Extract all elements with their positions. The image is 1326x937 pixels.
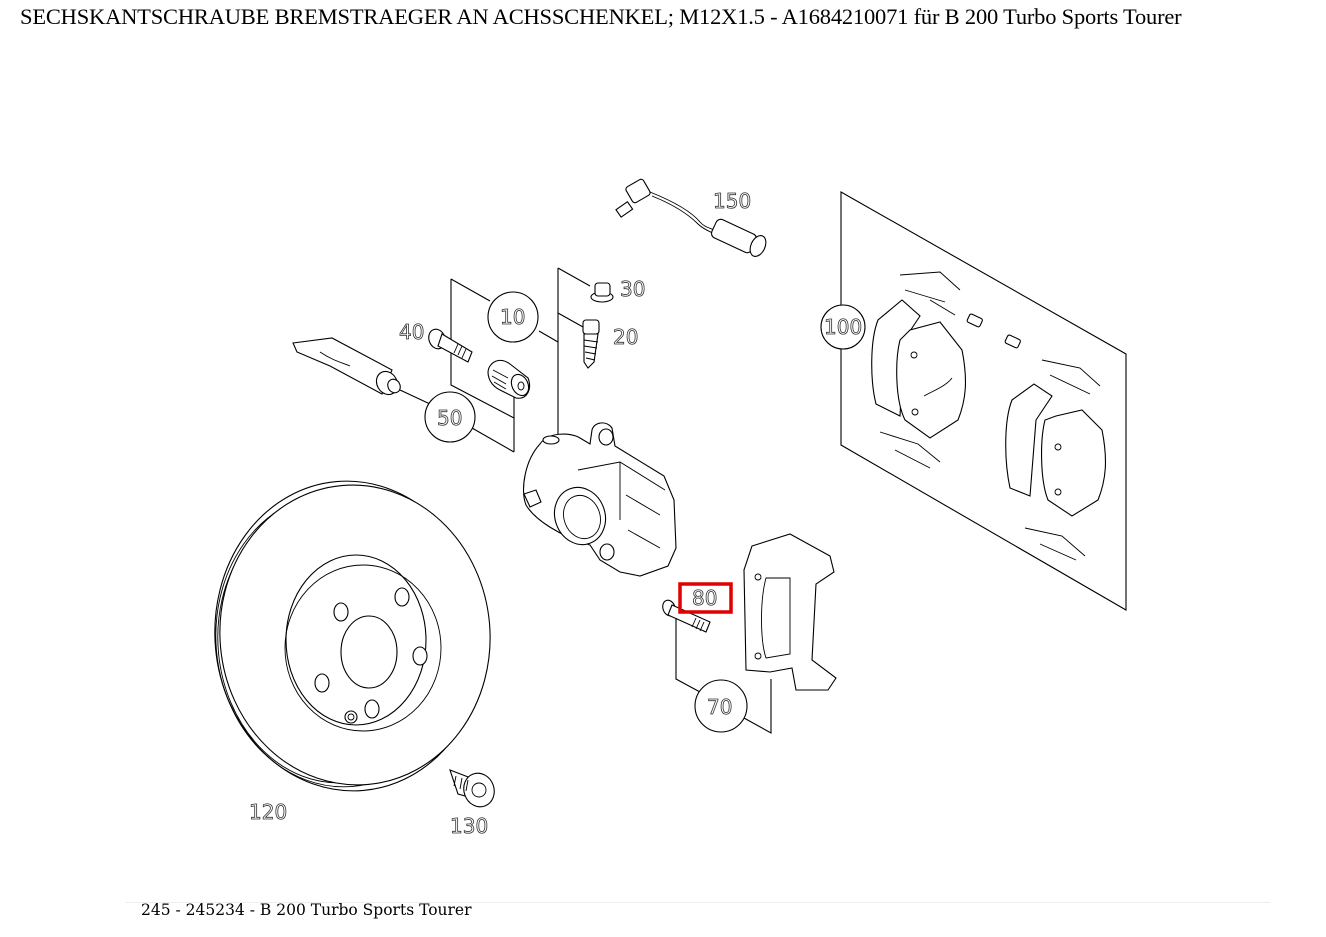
svg-text:20: 20: [613, 325, 638, 349]
callout-150[interactable]: 150: [713, 189, 752, 214]
svg-text:50: 50: [437, 406, 462, 430]
cap-part-30[interactable]: [590, 282, 614, 303]
brake-pad-set-part-100[interactable]: [840, 191, 1127, 611]
svg-text:70: 70: [707, 695, 732, 719]
torx-screw-part-130[interactable]: [449, 769, 499, 811]
svg-text:30: 30: [620, 277, 645, 301]
callout-20[interactable]: 20: [613, 325, 639, 350]
guide-bolt-part-40[interactable]: [426, 327, 473, 363]
callout-120[interactable]: 120: [249, 800, 288, 825]
callout-10[interactable]: 10: [487, 291, 539, 343]
caliper-carrier-bracket[interactable]: [743, 533, 837, 691]
svg-text:80: 80: [692, 586, 717, 610]
wear-sensor-part-150[interactable]: [615, 178, 769, 259]
footer-divider: [125, 902, 1270, 903]
brake-disc-part-120[interactable]: [202, 470, 503, 802]
svg-text:10: 10: [500, 305, 525, 329]
bleeder-screw-part-20[interactable]: [582, 319, 600, 369]
guide-boot: [487, 359, 531, 399]
footer-caption: 245 - 245234 - B 200 Turbo Sports Tourer: [141, 901, 472, 919]
page-title: SECHSKANTSCHRAUBE BREMSTRAEGER AN ACHSSC…: [20, 4, 1182, 29]
callout-50[interactable]: 50: [424, 391, 476, 443]
callout-130[interactable]: 130: [450, 814, 489, 839]
callout-30[interactable]: 30: [620, 277, 646, 302]
svg-text:130: 130: [450, 814, 488, 838]
callout-100[interactable]: 100: [820, 304, 866, 350]
grease-tube-part-50[interactable]: [292, 337, 403, 398]
callout-40[interactable]: 40: [399, 320, 425, 345]
svg-text:100: 100: [824, 315, 862, 339]
caliper-housing[interactable]: [523, 422, 677, 577]
svg-text:150: 150: [713, 189, 751, 213]
callout-70[interactable]: 70: [694, 679, 748, 733]
svg-text:120: 120: [249, 800, 287, 824]
callout-80-highlighted[interactable]: 80: [678, 582, 733, 614]
svg-text:40: 40: [399, 320, 424, 344]
